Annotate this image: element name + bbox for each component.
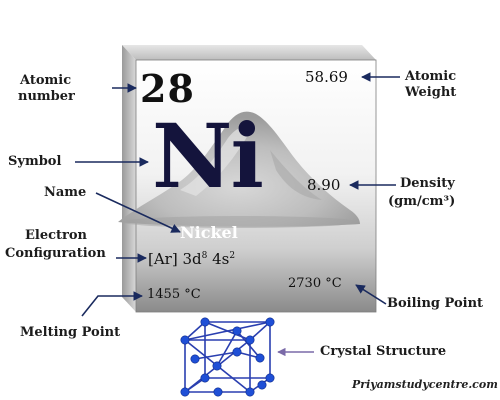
label-symbol: Symbol — [8, 154, 62, 169]
label-atomic-number-line2: number — [18, 89, 75, 105]
boiling-point-value: 2730 °C — [288, 276, 342, 291]
element-symbol: Ni — [152, 104, 264, 208]
label-name: Name — [44, 185, 87, 200]
boiling-point-arrow — [355, 284, 387, 305]
card-side-face — [122, 45, 136, 312]
melting-point-value: 1455 °C — [147, 287, 201, 302]
electron-configuration: [Ar] 3d8 4s2 — [148, 250, 235, 268]
name-arrow — [95, 192, 181, 233]
electron-config-middle: 4s — [207, 250, 230, 268]
electron-config-d-exponent: 8 — [201, 251, 208, 261]
label-atomic-weight: Atomic Weight — [405, 69, 456, 102]
label-atomic-number-line1: Atomic — [20, 73, 72, 88]
label-density-line1: Density — [400, 176, 455, 191]
label-atomic-weight-line2: Weight — [405, 85, 457, 101]
label-crystal-structure: Crystal Structure — [320, 344, 447, 359]
label-atomic-number: Atomic number — [18, 73, 75, 106]
label-boiling-point: Boiling Point — [387, 296, 484, 311]
label-melting-point: Melting Point — [20, 325, 121, 340]
label-density-line2: (gm/cm³) — [388, 194, 456, 210]
crystal-atoms — [180, 317, 275, 397]
atomic-weight-value: 58.69 — [305, 68, 348, 86]
element-name: Nickel — [180, 223, 238, 242]
label-electron-line1: Electron — [25, 228, 88, 243]
melting-point-arrow — [81, 291, 143, 317]
label-electron-configuration: Electron Configuration — [5, 228, 106, 263]
density-value: 8.90 — [307, 176, 341, 194]
label-density: Density (gm/cm³) — [388, 176, 455, 211]
electron-config-s-exponent: 2 — [229, 251, 236, 261]
card-top-face — [122, 45, 376, 60]
label-electron-line2: Configuration — [5, 246, 106, 262]
nickel-powder-image — [118, 111, 360, 228]
label-atomic-weight-line1: Atomic — [405, 69, 457, 84]
watermark-text: Priyamstudycentre.com — [352, 378, 498, 391]
atomic-number-value: 28 — [140, 66, 195, 111]
electron-config-core: [Ar] 3d — [148, 250, 202, 268]
